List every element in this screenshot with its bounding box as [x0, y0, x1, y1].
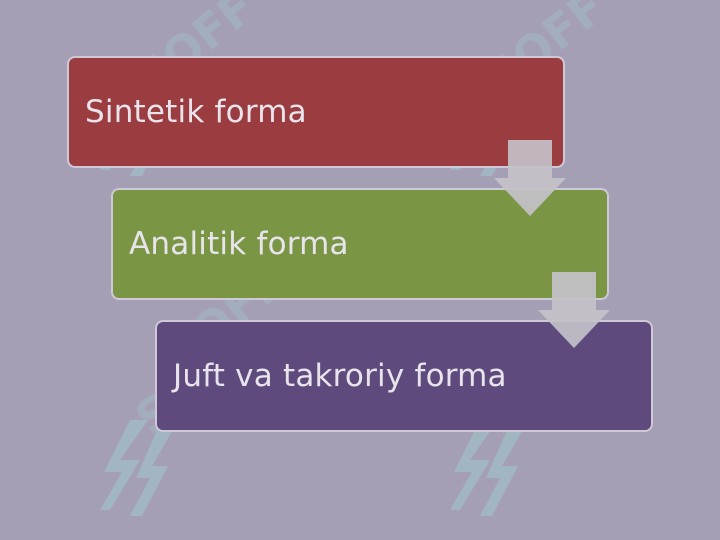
- step-label-analitik: Analitik forma: [129, 226, 349, 262]
- down-arrow-icon: [494, 140, 566, 216]
- step-label-juft-takroriy: Juft va takroriy forma: [173, 358, 507, 394]
- step-label-sintetik: Sintetik forma: [85, 94, 307, 130]
- step-box-sintetik: Sintetik forma: [67, 56, 565, 168]
- down-arrow-icon: [538, 272, 610, 348]
